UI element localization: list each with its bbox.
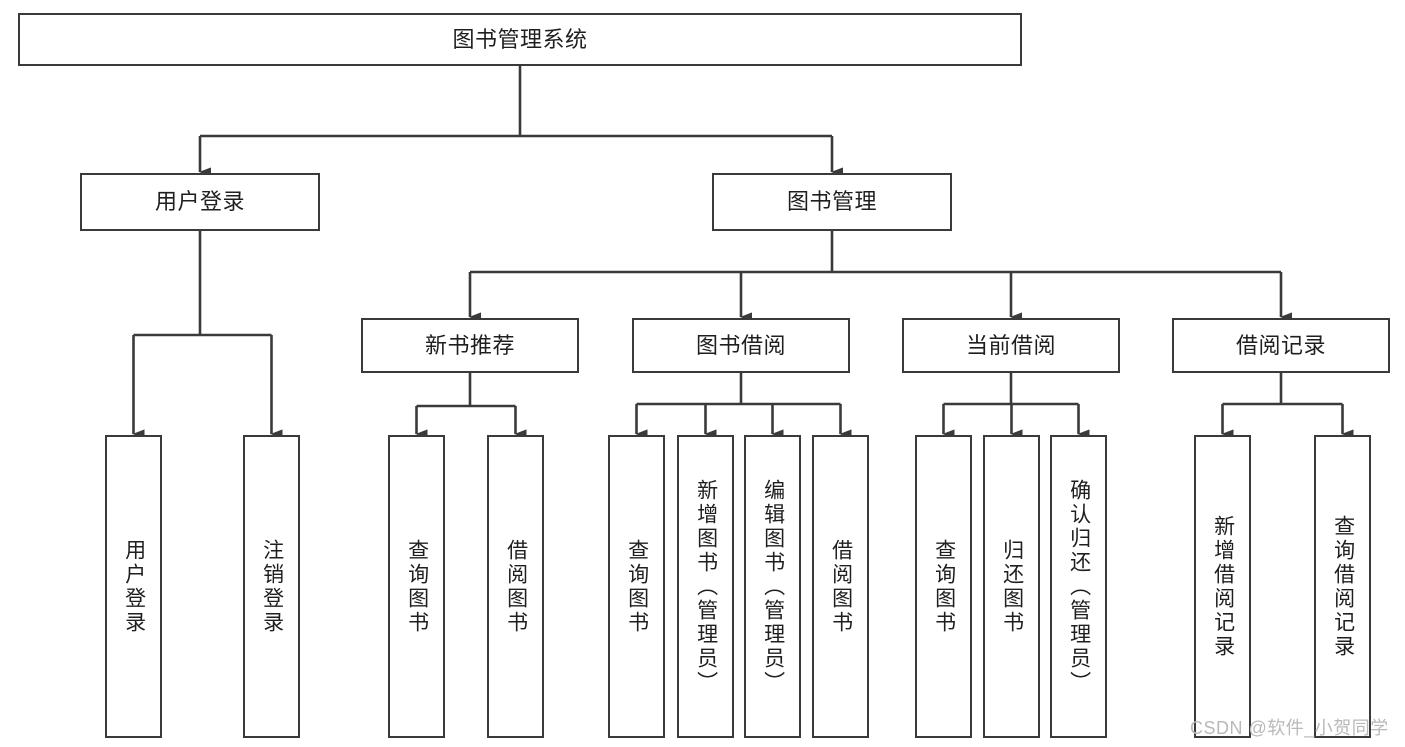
node-root[interactable]: 图书管理系统 [18,13,1022,66]
node-leaf_query_book_3[interactable]: 查询图书 [915,435,972,738]
node-book_borrow[interactable]: 图书借阅 [632,318,850,373]
node-label: 查询借阅记录 [1331,514,1355,659]
node-label: 当前借阅 [965,332,1056,358]
node-leaf_query_book_1[interactable]: 查询图书 [388,435,445,738]
node-label: 确认归还（管理员） [1067,478,1091,695]
node-book_manage[interactable]: 图书管理 [712,173,952,231]
node-leaf_user_login[interactable]: 用户登录 [105,435,162,738]
node-label: 新增借阅记录 [1211,514,1235,659]
node-borrow_record[interactable]: 借阅记录 [1172,318,1390,373]
node-leaf_add_book[interactable]: 新增图书（管理员） [677,435,734,738]
node-leaf_query_book_2[interactable]: 查询图书 [608,435,665,738]
node-leaf_logout[interactable]: 注销登录 [243,435,300,738]
node-label: 图书管理 [786,189,877,215]
node-new_book_rec[interactable]: 新书推荐 [361,318,579,373]
node-leaf_confirm_ret[interactable]: 确认归还（管理员） [1050,435,1107,738]
node-leaf_add_record[interactable]: 新增借阅记录 [1194,435,1251,738]
node-label: 用户登录 [154,189,245,215]
node-leaf_edit_book[interactable]: 编辑图书（管理员） [744,435,801,738]
node-label: 用户登录 [122,538,146,635]
node-label: 借阅记录 [1235,332,1326,358]
node-leaf_return_book[interactable]: 归还图书 [983,435,1040,738]
node-label: 查询图书 [932,538,956,635]
node-label: 注销登录 [260,538,284,635]
node-label: 查询图书 [405,538,429,635]
node-current_borrow[interactable]: 当前借阅 [902,318,1120,373]
node-label: 图书管理系统 [452,26,588,52]
node-label: 归还图书 [1000,538,1024,635]
node-label: 查询图书 [625,538,649,635]
node-label: 借阅图书 [829,538,853,635]
node-label: 新书推荐 [424,332,515,358]
node-leaf_borrow_book_2[interactable]: 借阅图书 [812,435,869,738]
node-leaf_borrow_book_1[interactable]: 借阅图书 [487,435,544,738]
node-label: 图书借阅 [695,332,786,358]
node-label: 编辑图书（管理员） [761,478,785,695]
node-user_login[interactable]: 用户登录 [80,173,320,231]
node-label: 新增图书（管理员） [694,478,718,695]
node-label: 借阅图书 [504,538,528,635]
node-leaf_query_record[interactable]: 查询借阅记录 [1314,435,1371,738]
